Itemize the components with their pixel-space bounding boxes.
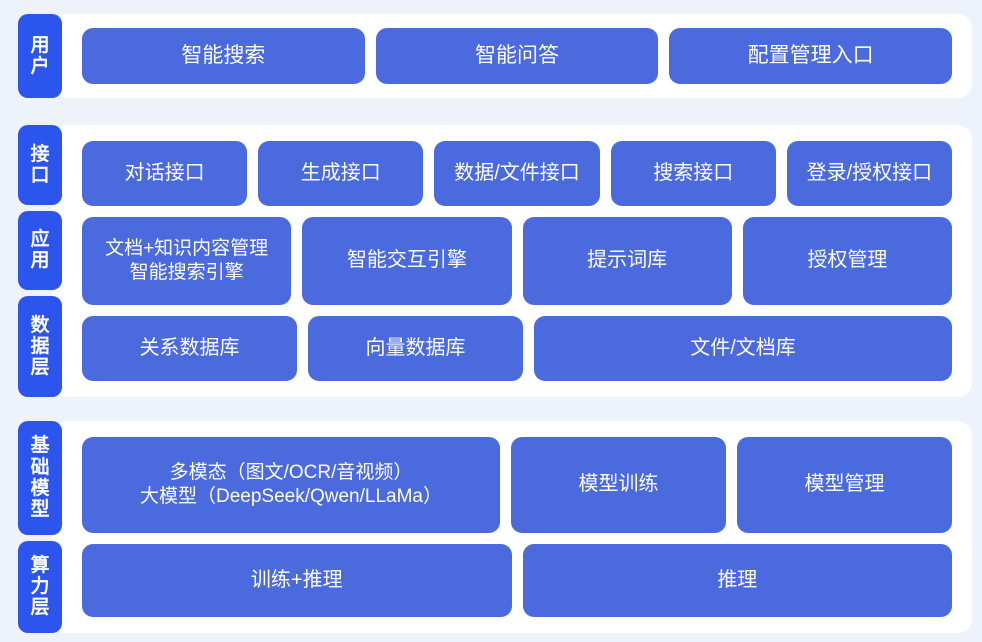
section-application-panel: 对话接口 生成接口 数据/文件接口 搜索接口 登录/授权接口 文档+知识内容管理… — [52, 125, 972, 397]
node-login-auth-api[interactable]: 登录/授权接口 — [786, 141, 953, 206]
section-user: 用户 智能搜索 智能问答 配置管理入口 — [0, 8, 982, 104]
section-application-tab-column: 接口 应用 数据层 — [0, 125, 62, 397]
layer-tab-data[interactable]: 数据层 — [18, 296, 62, 397]
section-user-row-1: 智能搜索 智能问答 配置管理入口 — [82, 28, 953, 84]
node-generation-api[interactable]: 生成接口 — [258, 141, 424, 206]
node-model-management[interactable]: 模型管理 — [737, 437, 952, 534]
node-dialog-api[interactable]: 对话接口 — [82, 141, 248, 206]
layer-tab-application[interactable]: 应用 — [18, 210, 62, 291]
interface-row: 对话接口 生成接口 数据/文件接口 搜索接口 登录/授权接口 — [82, 141, 953, 206]
node-document-knowledge-management[interactable]: 文档+知识内容管理 智能搜索引擎 — [82, 216, 292, 305]
layer-tab-user[interactable]: 用户 — [18, 14, 62, 98]
layer-tab-user-label: 用户 — [30, 34, 51, 77]
node-search-api[interactable]: 搜索接口 — [610, 141, 776, 206]
section-application: 接口 应用 数据层 对话接口 生成接口 数据/文件接口 搜索接口 登录/授权接口… — [0, 122, 982, 400]
node-smart-qa[interactable]: 智能问答 — [375, 28, 659, 84]
node-config-management-entry[interactable]: 配置管理入口 — [669, 28, 953, 84]
node-prompt-library[interactable]: 提示词库 — [522, 216, 732, 305]
layer-tab-application-label: 应用 — [30, 229, 51, 272]
node-inference[interactable]: 推理 — [522, 544, 952, 617]
section-infrastructure-panel: 多模态（图文/OCR/音视频） 大模型（DeepSeek/Qwen/LLaMa）… — [52, 421, 972, 633]
node-relational-database[interactable]: 关系数据库 — [82, 316, 297, 381]
layer-tab-data-label: 数据层 — [30, 314, 51, 379]
section-infrastructure: 基础模型 算力层 多模态（图文/OCR/音视频） 大模型（DeepSeek/Qw… — [0, 418, 982, 636]
section-user-panel: 智能搜索 智能问答 配置管理入口 — [52, 14, 972, 98]
node-authorization-management[interactable]: 授权管理 — [742, 216, 952, 305]
layer-tab-interface-label: 接口 — [30, 143, 51, 186]
layer-tab-compute[interactable]: 算力层 — [18, 540, 62, 634]
node-data-file-api[interactable]: 数据/文件接口 — [434, 141, 600, 206]
node-multimodal-large-model[interactable]: 多模态（图文/OCR/音视频） 大模型（DeepSeek/Qwen/LLaMa） — [82, 437, 500, 534]
layer-tab-foundation-model[interactable]: 基础模型 — [18, 421, 62, 535]
node-smart-search[interactable]: 智能搜索 — [82, 28, 365, 84]
layer-tab-interface[interactable]: 接口 — [18, 125, 62, 205]
data-row: 关系数据库 向量数据库 文件/文档库 — [82, 316, 952, 381]
node-file-document-store[interactable]: 文件/文档库 — [534, 316, 952, 381]
section-infrastructure-tab-column: 基础模型 算力层 — [0, 421, 62, 634]
application-row: 文档+知识内容管理 智能搜索引擎 智能交互引擎 提示词库 授权管理 — [82, 216, 952, 305]
node-model-training[interactable]: 模型训练 — [511, 437, 726, 534]
node-training-and-inference[interactable]: 训练+推理 — [82, 544, 512, 617]
node-vector-database[interactable]: 向量数据库 — [308, 316, 523, 381]
compute-row: 训练+推理 推理 — [82, 544, 952, 617]
foundation-model-row: 多模态（图文/OCR/音视频） 大模型（DeepSeek/Qwen/LLaMa）… — [82, 437, 952, 534]
node-smart-interaction-engine[interactable]: 智能交互引擎 — [302, 216, 512, 305]
layer-tab-compute-label: 算力层 — [30, 554, 51, 619]
layer-tab-foundation-model-label: 基础模型 — [30, 435, 51, 521]
section-user-tab-column: 用户 — [0, 14, 62, 98]
